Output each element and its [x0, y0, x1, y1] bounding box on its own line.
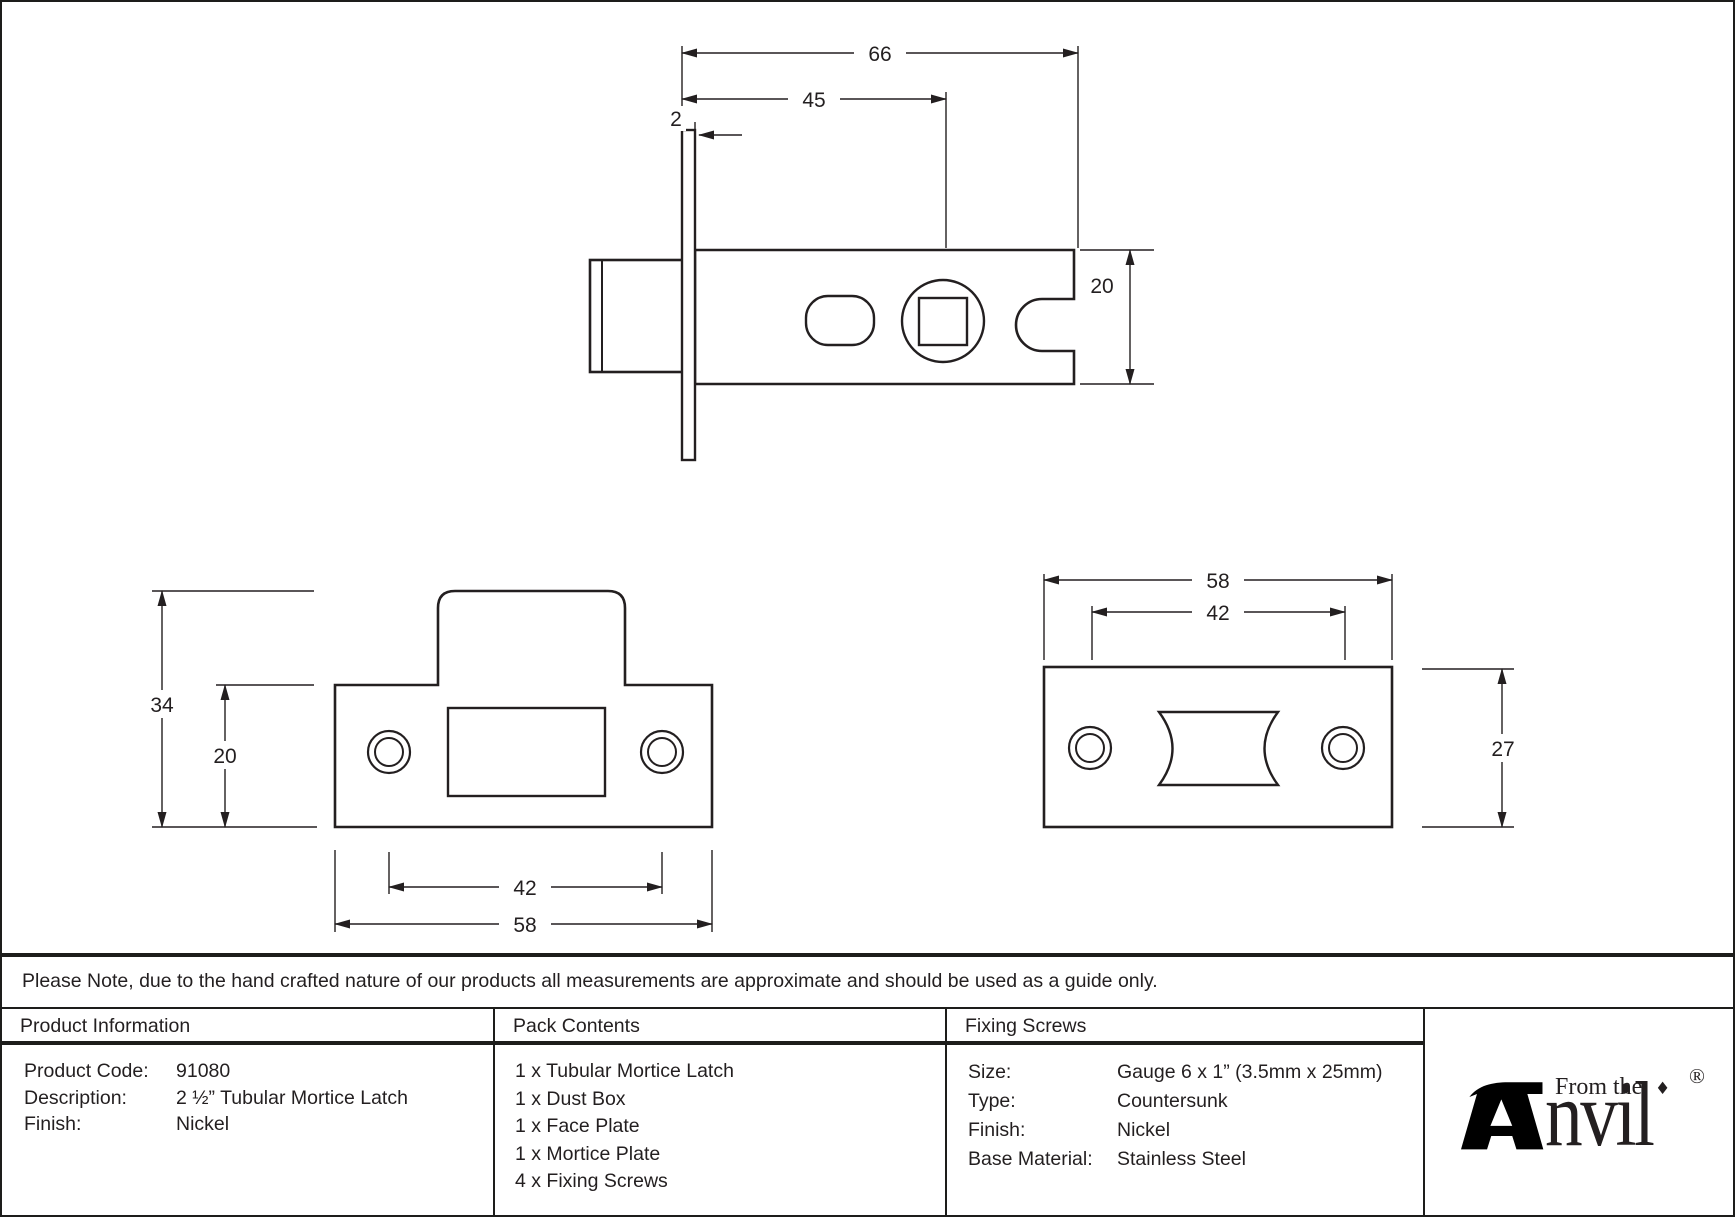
- fixing-screws-cell: Size: Gauge 6 x 1” (3.5mm x 25mm) Type: …: [968, 1058, 1383, 1174]
- table-row: Type: Countersunk: [968, 1087, 1383, 1116]
- dim-plate-height: 27: [1491, 738, 1514, 761]
- mortice-plate-drawing: [1042, 665, 1394, 829]
- screw-hole-inner: [1075, 733, 1105, 763]
- pack-contents-header: Pack Contents: [513, 1015, 640, 1037]
- list-item: 1 x Tubular Mortice Latch: [515, 1060, 734, 1082]
- dim-plate-height: 20: [213, 745, 236, 768]
- column-divider: [945, 1007, 947, 1215]
- logo-prefix: From the: [1555, 1074, 1643, 1100]
- dim-case-height: 20: [1090, 275, 1113, 298]
- header-row-bottom-border: [2, 1041, 1425, 1045]
- face-plate-dimensions: 34 20 42 58: [138, 590, 713, 937]
- row-value: 2 ½” Tubular Mortice Latch: [176, 1086, 408, 1109]
- table-row: Size: Gauge 6 x 1” (3.5mm x 25mm): [968, 1058, 1383, 1087]
- list-item: 1 x Mortice Plate: [515, 1142, 661, 1165]
- latch-bolt: [588, 258, 685, 374]
- face-plate-drawing: [333, 589, 714, 829]
- row-label: Product Code:: [24, 1060, 149, 1082]
- list-item: 1 x Dust Box: [515, 1087, 626, 1110]
- from-the-anvil-logo: From the ♦ nvil ®: [1439, 1052, 1725, 1192]
- mortice-plate-outline: [1042, 665, 1394, 829]
- row-value: Gauge 6 x 1” (3.5mm x 25mm): [1117, 1061, 1383, 1083]
- face-plate-latch-opening: [446, 706, 607, 798]
- oval-hole: [804, 294, 876, 347]
- spindle-follower: [900, 278, 986, 364]
- screw-hole: [1320, 725, 1366, 771]
- mortice-plate-opening: [1156, 710, 1281, 787]
- screw-hole: [1067, 725, 1113, 771]
- row-value: Nickel: [176, 1113, 230, 1135]
- row-label: Finish:: [968, 1119, 1026, 1141]
- dim-overall-length: 66: [868, 43, 891, 66]
- dim-screw-centres: 42: [513, 877, 536, 900]
- pack-contents-cell: 1 x Tubular Mortice Latch 1 x Dust Box 1…: [515, 1058, 734, 1196]
- table-row: Finish: Nickel: [24, 1111, 408, 1138]
- product-information-header: Product Information: [20, 1015, 191, 1037]
- list-item: 4 x Fixing Screws: [515, 1170, 668, 1192]
- measurement-note: Please Note, due to the hand crafted nat…: [22, 970, 1158, 992]
- note-top-border: [2, 953, 1733, 957]
- row-label: Type:: [968, 1090, 1016, 1112]
- column-divider: [493, 1007, 495, 1215]
- dim-backset: 45: [802, 89, 825, 112]
- screw-hole: [366, 729, 412, 775]
- table-row: Base Material: Stainless Steel: [968, 1145, 1383, 1174]
- table-row: Description: 2 ½” Tubular Mortice Latch: [24, 1085, 408, 1112]
- faceplate-edge: [680, 128, 697, 462]
- latch-side-view-dimensions: 66 45 2 20: [665, 40, 1154, 385]
- product-information-cell: Product Code: 91080 Description: 2 ½” Tu…: [24, 1058, 408, 1138]
- dim-plate-width: 58: [1206, 570, 1229, 593]
- latch-side-view-drawing: [588, 128, 1076, 462]
- row-label: Size:: [968, 1061, 1012, 1083]
- registered-trademark-icon: ®: [1689, 1064, 1705, 1088]
- dim-faceplate-thickness: 2: [670, 108, 682, 131]
- row-value: Stainless Steel: [1117, 1148, 1246, 1170]
- row-value: Nickel: [1117, 1119, 1171, 1141]
- anvil-a-glyph: [1461, 1082, 1544, 1150]
- row-label: Finish:: [24, 1113, 82, 1135]
- row-value: 91080: [176, 1060, 231, 1082]
- row-label: Base Material:: [968, 1148, 1093, 1170]
- dim-plate-width: 58: [513, 914, 536, 937]
- logo-brand-text: nvil: [1545, 1063, 1655, 1165]
- dim-overall-height: 34: [150, 694, 174, 717]
- fixing-screws-header: Fixing Screws: [965, 1015, 1087, 1037]
- screw-hole-inner: [374, 737, 404, 767]
- header-row-top-border: [2, 1007, 1733, 1009]
- dim-screw-centres: 42: [1206, 602, 1229, 625]
- mortice-plate-dimensions: 58 42 27: [1043, 567, 1527, 828]
- column-divider: [1423, 1007, 1425, 1215]
- table-row: Finish: Nickel: [968, 1116, 1383, 1145]
- row-value: Countersunk: [1117, 1090, 1228, 1112]
- spindle-square-hole: [917, 296, 969, 347]
- latch-case: [693, 248, 1076, 386]
- technical-drawing: 66 45 2 20: [138, 40, 1527, 937]
- table-row: Product Code: 91080: [24, 1058, 408, 1085]
- row-label: Description:: [24, 1086, 127, 1109]
- list-item: 1 x Face Plate: [515, 1115, 640, 1137]
- screw-hole-inner: [1328, 733, 1358, 763]
- screw-hole: [639, 729, 685, 775]
- diamond-icon: ♦: [1655, 1079, 1671, 1099]
- screw-hole-inner: [647, 737, 677, 767]
